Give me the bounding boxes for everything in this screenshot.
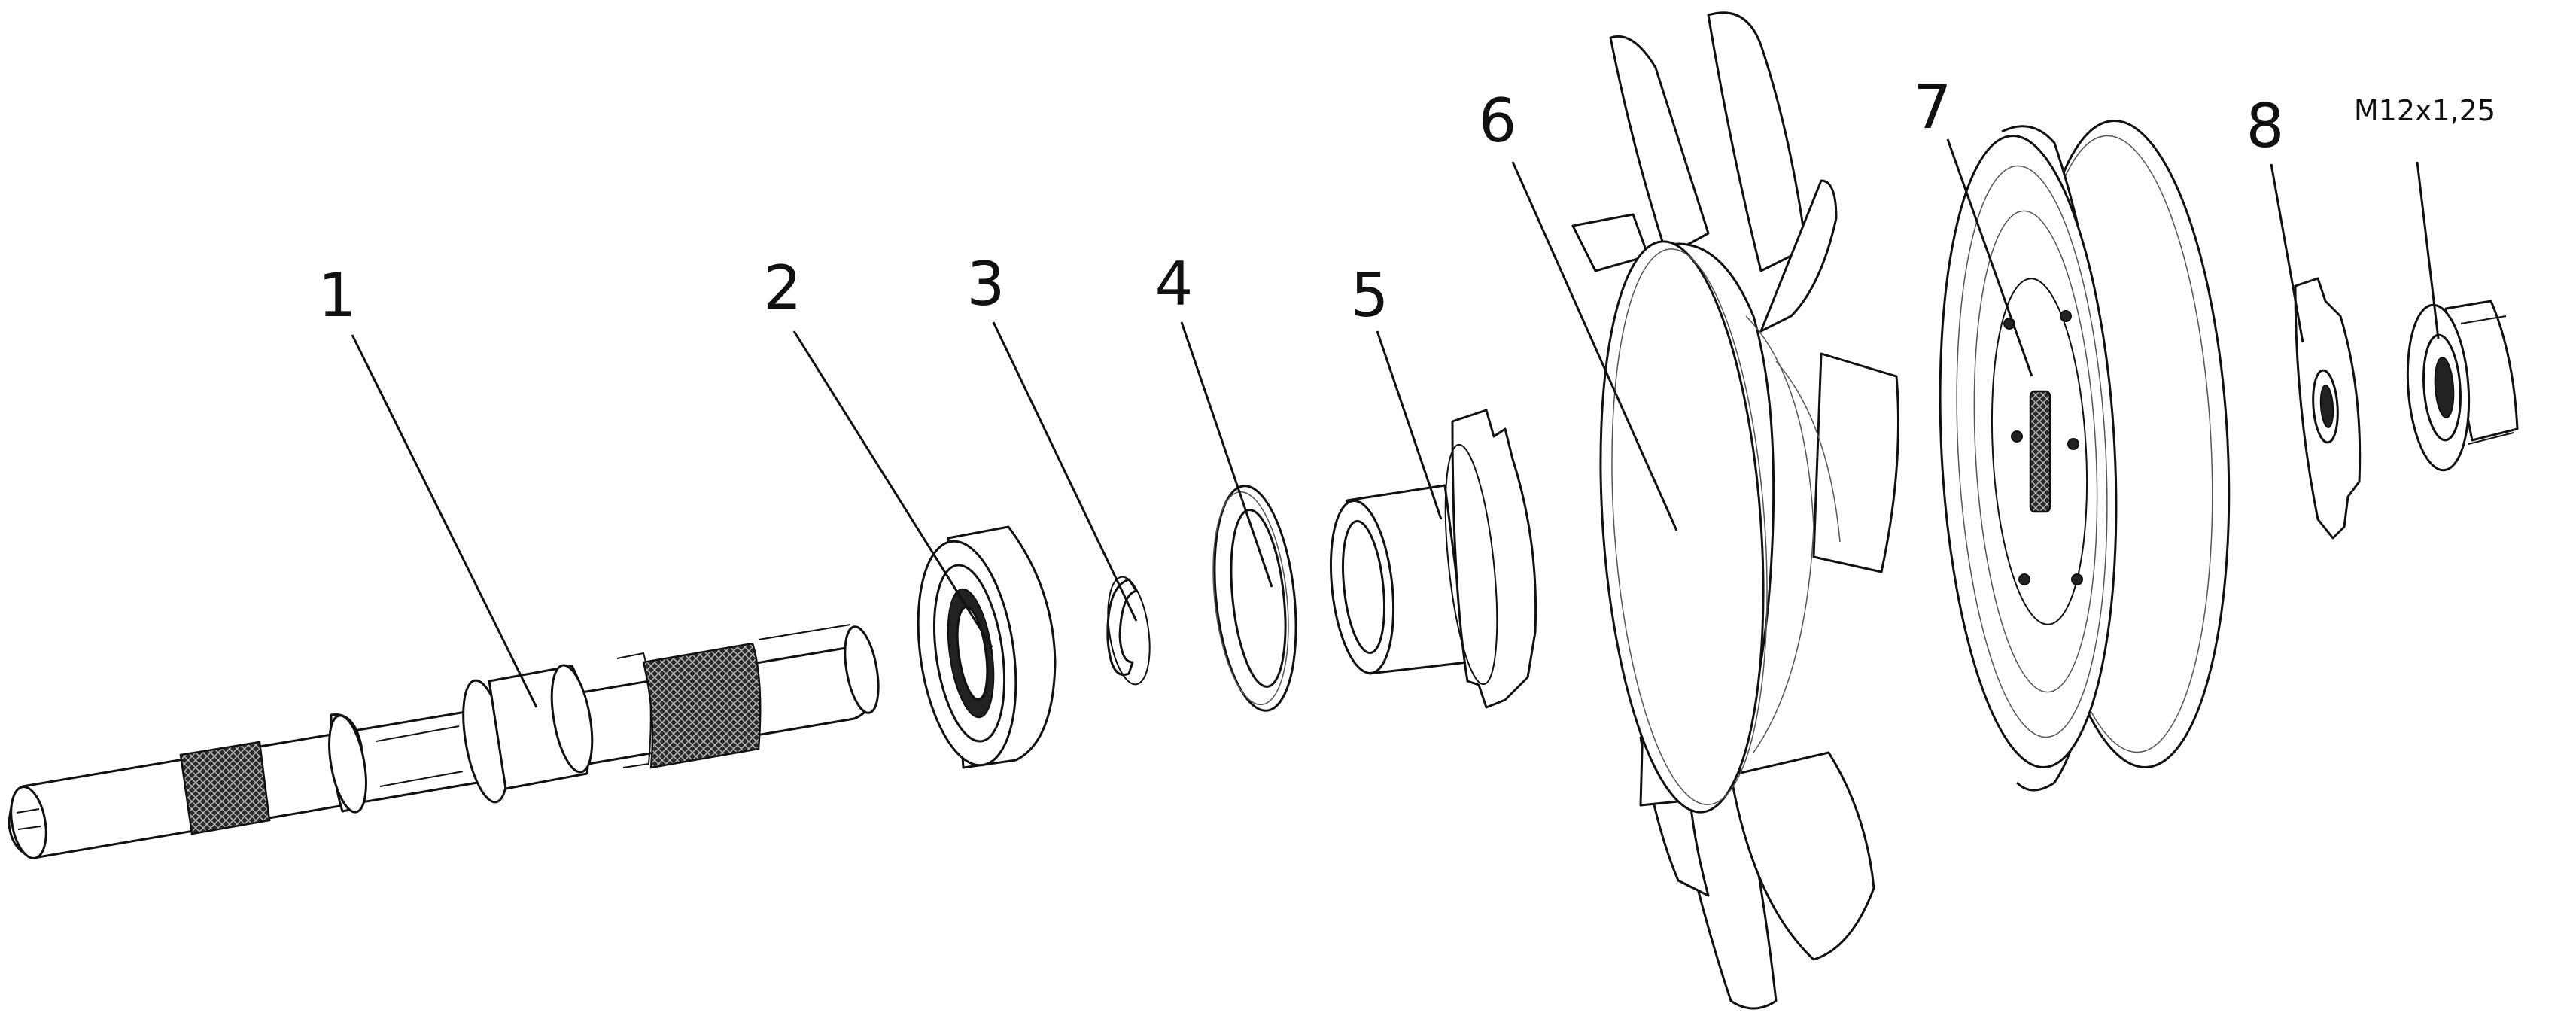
fan	[1571, 11, 1899, 1010]
thread-spec-label: M12x1,25	[2354, 94, 2495, 127]
callout-2: 2	[764, 253, 802, 323]
callout-7: 7	[1914, 72, 1952, 142]
retaining-ring	[1106, 576, 1151, 686]
leader-3	[992, 321, 1138, 622]
leader-7	[1946, 138, 2033, 377]
callout-6: 6	[1479, 86, 1517, 156]
callouts: 1 2 3 4 5 6 7 8 M12x1,25	[318, 72, 2496, 330]
washer	[1212, 485, 1297, 712]
callout-8: 8	[2246, 91, 2285, 161]
callout-3: 3	[967, 249, 1005, 319]
leader-6	[1511, 161, 1678, 531]
leader-lines	[351, 138, 2440, 708]
callout-1: 1	[318, 260, 357, 330]
hub	[1329, 409, 1537, 709]
nut	[2406, 300, 2519, 472]
callout-4: 4	[1155, 249, 1194, 319]
leader-5	[1376, 330, 1443, 520]
leader-1	[351, 334, 538, 708]
callout-5: 5	[1351, 260, 1389, 330]
pulley	[1939, 120, 2231, 792]
leader-8	[2270, 163, 2304, 343]
bearing	[917, 525, 1057, 769]
leader-2	[792, 330, 993, 648]
shaft	[8, 624, 880, 859]
leader-spec	[2416, 161, 2440, 339]
leader-4	[1180, 321, 1273, 588]
lock-washer	[2294, 277, 2362, 540]
